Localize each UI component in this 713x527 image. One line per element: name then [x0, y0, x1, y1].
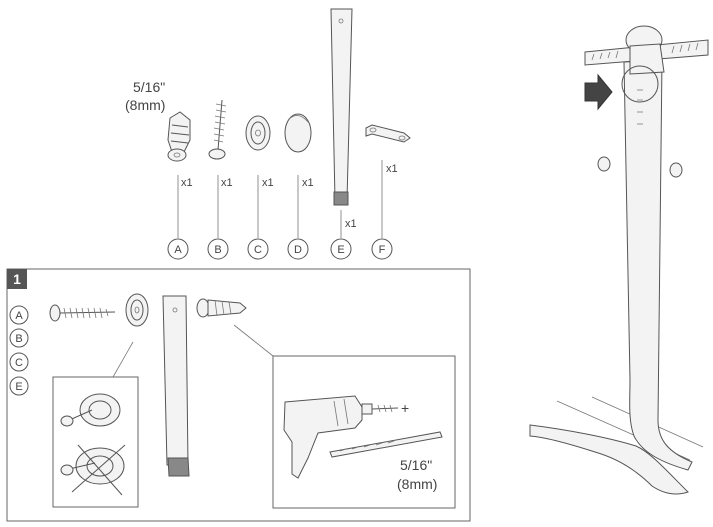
- bracket-icon: [365, 124, 411, 143]
- cap-icon: [125, 293, 149, 327]
- screw-icon: [208, 99, 227, 160]
- qty-d: x1: [302, 177, 314, 189]
- step-part-letters: A B C E: [9, 305, 29, 396]
- part-labels: x1 x1 x1 x1 x1 x1 A B C D E F: [167, 160, 398, 260]
- drill-callout: + 5/16" (8mm): [233, 324, 456, 509]
- cap-icon: [245, 115, 271, 151]
- assembled-stand: [529, 25, 709, 495]
- size-label-top-1: 5/16": [133, 79, 165, 95]
- drill-size-2: (8mm): [397, 476, 437, 492]
- letter-b: B: [214, 244, 221, 256]
- step-letter-e: E: [15, 381, 22, 393]
- qty-c: x1: [262, 177, 274, 189]
- wall-anchor-icon: [167, 111, 191, 162]
- arrow-right-icon: [584, 73, 613, 111]
- qty-b: x1: [221, 177, 233, 189]
- size-label-top-2: (8mm): [125, 97, 165, 113]
- cap-icon: [284, 113, 312, 153]
- wall-anchor-icon: [196, 298, 247, 318]
- screw-icon: [49, 304, 116, 322]
- parts-list: 5/16" (8mm): [125, 8, 411, 260]
- detail-callout: [52, 341, 139, 508]
- letter-e: E: [337, 244, 344, 256]
- step-1-panel: 1 A B C E: [6, 268, 471, 522]
- drill-size-1: 5/16": [400, 457, 432, 473]
- step-letter-a: A: [15, 310, 23, 322]
- qty-f: x1: [386, 163, 398, 175]
- letter-c: C: [254, 244, 262, 256]
- letter-d: D: [294, 244, 302, 256]
- step-number: 1: [13, 271, 21, 287]
- letter-a: A: [174, 244, 182, 256]
- drill-icon: [283, 395, 399, 479]
- letter-f: F: [379, 244, 386, 256]
- qty-a: x1: [181, 177, 193, 189]
- step-letter-b: B: [15, 333, 22, 345]
- step-letter-c: C: [15, 357, 23, 369]
- qty-e: x1: [345, 218, 357, 230]
- strap-icon: [330, 8, 353, 206]
- plus-sign: +: [401, 400, 409, 416]
- drill-bit-icon: [329, 431, 443, 458]
- strap-icon: [162, 295, 190, 477]
